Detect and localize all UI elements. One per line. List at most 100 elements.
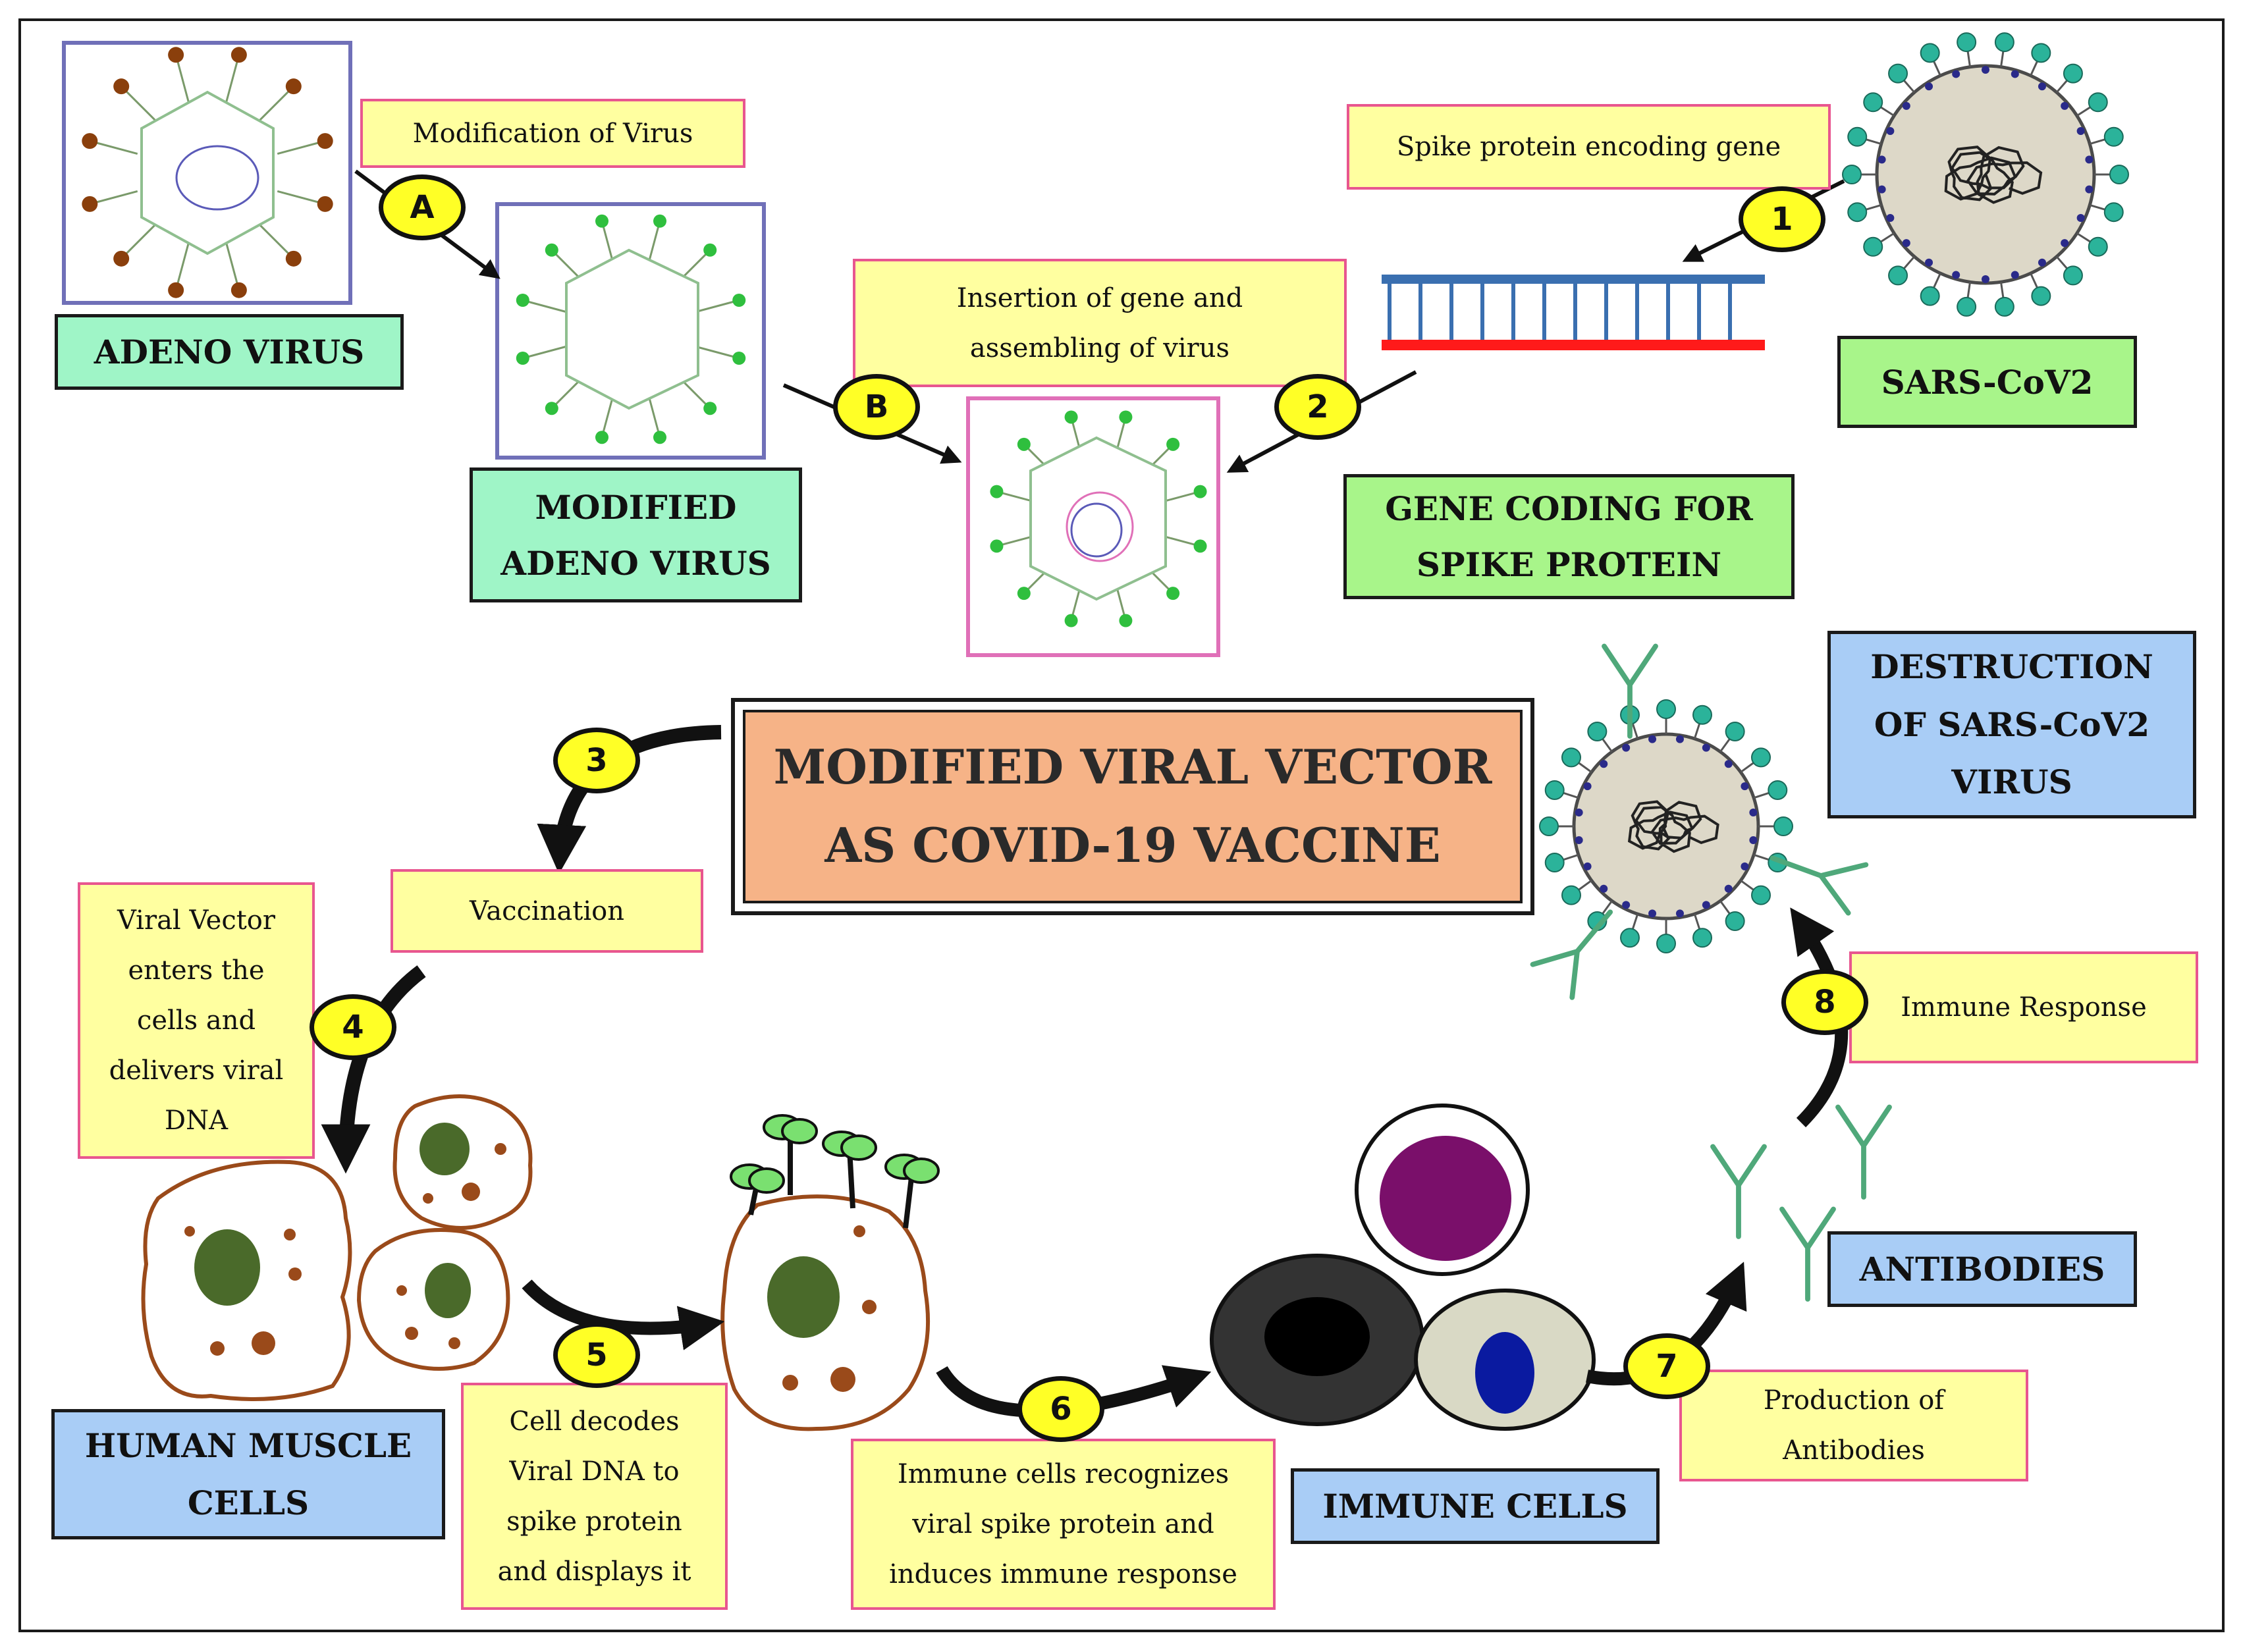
envelope-protein — [1702, 901, 1710, 909]
spike-knob — [1064, 410, 1078, 424]
spike-knob — [82, 133, 98, 149]
envelope-protein — [1702, 743, 1710, 752]
envelope-protein — [2011, 70, 2019, 78]
spike-stalk — [121, 223, 157, 259]
antibody — [1710, 1144, 1767, 1239]
spike-stalk — [175, 242, 190, 291]
spike-stalk — [694, 345, 740, 360]
envelope-protein — [1575, 809, 1583, 817]
spike-knob — [1119, 614, 1133, 627]
envelope-protein — [1925, 258, 1933, 267]
spike-knob — [285, 250, 302, 267]
virus-spike-head — [1773, 816, 1793, 836]
step-badge-a: A — [379, 174, 466, 240]
envelope-protein — [1622, 743, 1631, 752]
virus-spike-head — [1539, 816, 1559, 836]
spike-knob — [1017, 587, 1031, 600]
spike-knob — [703, 402, 717, 415]
virus-spike-head — [1725, 911, 1745, 932]
virus-spike-head — [1994, 32, 2014, 53]
spike-knob — [1064, 614, 1078, 627]
virus-spike-head — [1863, 236, 1883, 257]
spike-stalk — [647, 392, 661, 438]
virus-spike-head — [1692, 705, 1713, 725]
spike-stalk — [522, 345, 568, 360]
virus-spike-head — [1656, 699, 1676, 719]
spike-knob — [595, 214, 609, 228]
step-badge-3: 3 — [553, 728, 640, 793]
destroyed-virus-icon — [1539, 699, 1793, 953]
spike-knob — [732, 294, 746, 307]
virus-spike-head — [1751, 747, 1771, 768]
note-immune-recognition: Immune cells recognizes viral spike prot… — [851, 1439, 1276, 1610]
virus-spike-head — [1994, 296, 2014, 317]
label-human-muscle-cells: HUMAN MUSCLE CELLS — [51, 1409, 445, 1539]
note-insertion: Insertion of gene and assembling of viru… — [853, 259, 1347, 387]
label-modified-adeno-virus: MODIFIED ADENO VIRUS — [470, 467, 802, 602]
note-cell-decodes: Cell decodes Viral DNA to spike protein … — [461, 1383, 728, 1610]
spike-knob — [990, 539, 1004, 553]
spike-stalk — [225, 54, 240, 103]
envelope-protein — [2061, 239, 2069, 248]
spike-knob — [230, 282, 247, 298]
envelope-protein — [1575, 836, 1583, 844]
step-badge-4: 4 — [310, 994, 396, 1060]
virus-spike-head — [1692, 928, 1713, 948]
human-muscle-cells-icon — [141, 1094, 533, 1401]
envelope-protein — [1902, 239, 1910, 248]
spike-knob — [516, 351, 529, 365]
spike-knob — [653, 214, 666, 228]
virus-spike-head — [2031, 286, 2051, 306]
virus-spike-head — [1768, 780, 1788, 800]
virus-rna — [1944, 146, 2043, 204]
step-badge-5: 5 — [553, 1322, 640, 1388]
spike-knob — [1119, 410, 1133, 424]
envelope-protein — [1648, 909, 1657, 918]
main-title-box: MODIFIED VIRAL VECTOR AS COVID-19 VACCIN… — [731, 698, 1534, 915]
envelope-protein — [1886, 126, 1895, 135]
step-badge-7: 7 — [1623, 1333, 1710, 1399]
label-immune-cells: IMMUNE CELLS — [1291, 1468, 1660, 1544]
virus-spike-head — [1561, 747, 1581, 768]
envelope-protein — [1724, 760, 1733, 768]
virus-spike-head — [2063, 265, 2083, 286]
envelope-protein — [1952, 70, 1960, 78]
spike-knob — [732, 351, 746, 365]
spike-knob — [703, 243, 717, 257]
spike-knob — [1166, 437, 1180, 451]
virus-spike-head — [1957, 32, 1977, 53]
spike-knob — [168, 47, 184, 63]
label-antibodies: ANTIBODIES — [1827, 1231, 2137, 1307]
main-title: MODIFIED VIRAL VECTOR AS COVID-19 VACCIN… — [743, 710, 1523, 903]
spike-stalk — [694, 299, 740, 313]
spike-knob — [1193, 485, 1207, 498]
virus-spike-head — [2103, 126, 2124, 147]
envelope-protein — [1675, 909, 1684, 918]
envelope-protein — [1982, 66, 1989, 74]
envelope-protein — [1648, 735, 1657, 743]
spike-knob — [317, 133, 333, 149]
envelope-protein — [2085, 155, 2094, 164]
spike-knob — [168, 282, 184, 298]
envelope-protein — [1622, 901, 1631, 909]
spike-knob — [82, 196, 98, 212]
virus-spike-head — [1888, 63, 1908, 84]
spike-knob — [317, 196, 333, 212]
note-modification: Modification of Virus — [360, 99, 745, 168]
spike-stalk — [121, 86, 157, 122]
envelope-protein — [1724, 884, 1733, 893]
virus-spike-head — [1619, 928, 1640, 948]
spike-stalk — [257, 223, 294, 259]
label-sars-cov2: SARS-CoV2 — [1837, 336, 2137, 428]
envelope-protein — [2076, 126, 2085, 135]
envelope-protein — [1902, 101, 1910, 110]
outer-frame — [18, 18, 2225, 1632]
spike-stalk — [175, 54, 190, 103]
envelope-protein — [2061, 101, 2069, 110]
envelope-protein — [1925, 82, 1933, 91]
envelope-protein — [1749, 809, 1758, 817]
envelope-protein — [1600, 760, 1608, 768]
virus-spike-head — [1561, 885, 1581, 905]
virus-spike-head — [1847, 202, 1868, 223]
